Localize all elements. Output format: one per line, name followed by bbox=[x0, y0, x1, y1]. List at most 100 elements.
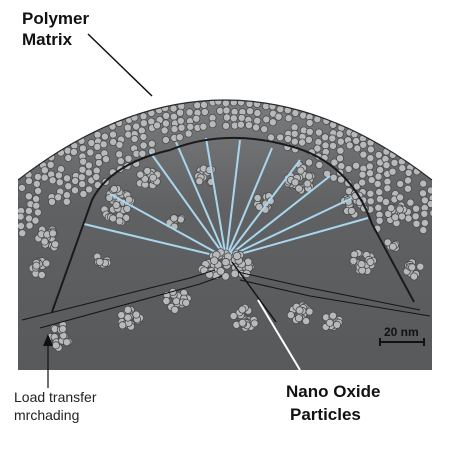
nano-particle bbox=[328, 311, 337, 320]
nano-particle bbox=[115, 150, 124, 159]
nano-particle bbox=[412, 204, 421, 213]
nano-particle bbox=[132, 122, 141, 131]
nano-particle bbox=[294, 184, 303, 193]
nano-particle bbox=[24, 177, 33, 186]
nano-particle bbox=[250, 319, 259, 328]
nano-particle bbox=[315, 160, 324, 169]
nano-particle bbox=[352, 161, 361, 170]
nano-particle bbox=[195, 177, 204, 186]
nano-particle bbox=[199, 122, 208, 131]
nano-particle bbox=[40, 173, 49, 182]
load-transfer-line bbox=[225, 217, 369, 259]
nano-particle bbox=[48, 197, 57, 206]
nano-particle bbox=[314, 128, 323, 137]
nano-particle bbox=[304, 158, 313, 167]
nano-particle bbox=[237, 113, 246, 122]
nano-particle bbox=[358, 170, 367, 179]
nano-particle bbox=[353, 144, 362, 153]
nano-particle bbox=[64, 182, 73, 191]
nano-particle bbox=[51, 240, 60, 249]
nano-particle bbox=[330, 158, 339, 167]
nano-particle bbox=[305, 118, 314, 127]
nano-particle bbox=[216, 267, 225, 276]
nano-particle bbox=[192, 114, 201, 123]
scale-bar: 20 nm bbox=[379, 325, 425, 346]
nano-particle bbox=[175, 133, 184, 142]
nano-particle bbox=[313, 144, 322, 153]
nano-particle bbox=[24, 192, 33, 201]
nano-particle bbox=[229, 311, 238, 320]
nano-particle bbox=[117, 311, 126, 320]
nano-particle bbox=[373, 179, 382, 188]
nano-particle bbox=[403, 184, 412, 193]
nano-particle bbox=[18, 221, 25, 230]
nano-particle bbox=[366, 145, 375, 154]
nano-particle bbox=[321, 133, 330, 142]
nano-particle bbox=[110, 185, 119, 194]
nano-particle bbox=[305, 172, 314, 181]
nano-particle bbox=[230, 269, 239, 278]
nano-particle bbox=[78, 180, 87, 189]
load-transfer-line bbox=[109, 193, 227, 259]
nano-particle bbox=[177, 123, 186, 132]
nano-particle bbox=[86, 148, 95, 157]
nano-particle bbox=[305, 127, 314, 136]
nano-particle bbox=[136, 170, 145, 179]
nano-particle bbox=[325, 318, 334, 327]
nano-particle bbox=[118, 321, 127, 330]
dome-outline bbox=[51, 136, 415, 313]
particle-scatter bbox=[28, 160, 425, 352]
nano-particle bbox=[337, 175, 346, 184]
nano-particle bbox=[18, 229, 27, 238]
nano-particle bbox=[374, 172, 383, 181]
nano-particle bbox=[244, 121, 253, 130]
nano-oxide-leader-white bbox=[257, 299, 301, 371]
nano-particle bbox=[51, 341, 60, 350]
nano-particle bbox=[143, 166, 152, 175]
nano-particle bbox=[24, 214, 33, 223]
nano-particle bbox=[33, 172, 42, 181]
nano-particle bbox=[295, 306, 304, 315]
nano-particle bbox=[100, 132, 109, 141]
nano-particle bbox=[10, 209, 17, 216]
nano-particle bbox=[410, 272, 419, 281]
nano-particle bbox=[222, 106, 231, 115]
nano-particle bbox=[367, 176, 376, 185]
nano-particle bbox=[290, 137, 299, 146]
nano-particle bbox=[429, 209, 432, 218]
nano-particle bbox=[18, 183, 26, 192]
nano-particle bbox=[18, 201, 19, 210]
nano-particle bbox=[366, 197, 375, 206]
nano-particle bbox=[253, 193, 262, 202]
load-transfer-line bbox=[83, 223, 227, 259]
nano-particle bbox=[387, 204, 396, 213]
nano-particle bbox=[374, 203, 383, 212]
nano-particle bbox=[238, 318, 247, 327]
nano-particle bbox=[18, 212, 25, 221]
nano-particle bbox=[139, 141, 148, 150]
nano-particle bbox=[55, 178, 64, 187]
nano-particle bbox=[390, 158, 399, 167]
nano-particle bbox=[388, 167, 397, 176]
nano-particle bbox=[304, 135, 313, 144]
nano-particle bbox=[357, 260, 366, 269]
nano-particle bbox=[77, 173, 86, 182]
nano-particle bbox=[18, 186, 19, 195]
nano-particle bbox=[268, 118, 277, 127]
nano-particle bbox=[303, 179, 312, 188]
nano-particle bbox=[404, 168, 413, 177]
nano-particle bbox=[383, 184, 392, 193]
nano-particle bbox=[123, 204, 132, 213]
nano-particle bbox=[46, 160, 55, 169]
nano-particle bbox=[332, 320, 341, 329]
nano-particle bbox=[79, 189, 88, 198]
nano-particle bbox=[40, 237, 49, 246]
nano-particle bbox=[138, 149, 147, 158]
nano-particle bbox=[32, 261, 41, 270]
nano-particle bbox=[294, 314, 303, 323]
nano-particle bbox=[94, 158, 103, 167]
nano-particle bbox=[419, 226, 428, 235]
nano-particle bbox=[105, 193, 114, 202]
nano-particle bbox=[32, 179, 41, 188]
